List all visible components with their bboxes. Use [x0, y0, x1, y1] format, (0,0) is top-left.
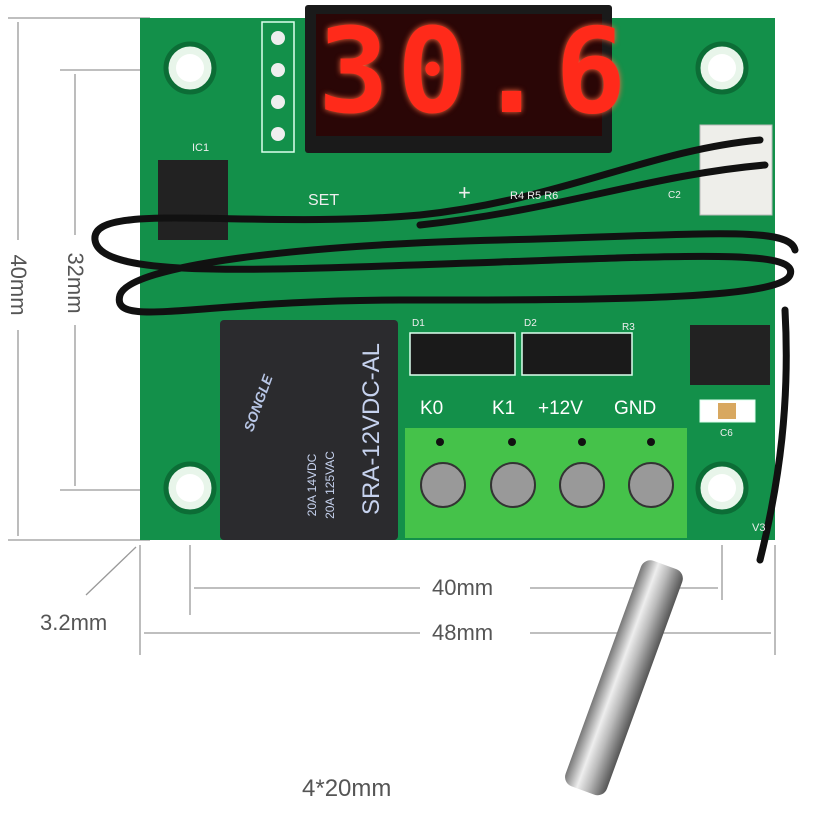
probe-size-label: 4*20mm: [302, 775, 392, 802]
ic-chip: [158, 160, 228, 240]
d2-label: D2: [524, 318, 537, 329]
r3-label: R3: [622, 322, 635, 333]
width-outer-label: 48mm: [432, 620, 494, 645]
thickness-label: 3.2mm: [40, 610, 108, 635]
relay-rating-2: 20A 125VAC: [323, 451, 337, 519]
v3-label: V3: [752, 522, 766, 534]
set-label: SET: [308, 192, 340, 209]
terminal-label-gnd: GND: [614, 398, 657, 419]
c6-label: C6: [720, 428, 733, 439]
display-digits: 30.6: [318, 2, 635, 140]
temperature-probe: [565, 560, 683, 796]
probe-cable: [91, 136, 799, 564]
terminal-label-k1: K1: [492, 398, 516, 419]
terminal-label-12v: +12V: [538, 398, 583, 419]
terminal-screws: [420, 462, 674, 508]
terminal-label-k0: K0: [420, 398, 444, 419]
relay-rating-1: 20A 14VDC: [305, 453, 319, 517]
width-inner-label: 40mm: [432, 575, 494, 600]
c2-label: C2: [668, 190, 681, 201]
relay-model: SRA-12VDC-AL: [358, 342, 385, 516]
relay: [220, 320, 398, 540]
plus-label: +: [458, 180, 471, 205]
d1-label: D1: [412, 318, 425, 329]
ic-label: IC1: [192, 142, 210, 154]
dimension-lines: [8, 17, 776, 655]
height-inner-label: 32mm: [63, 252, 88, 314]
height-outer-label: 40mm: [6, 254, 31, 316]
resistor-labels: R4 R5 R6: [510, 190, 559, 202]
